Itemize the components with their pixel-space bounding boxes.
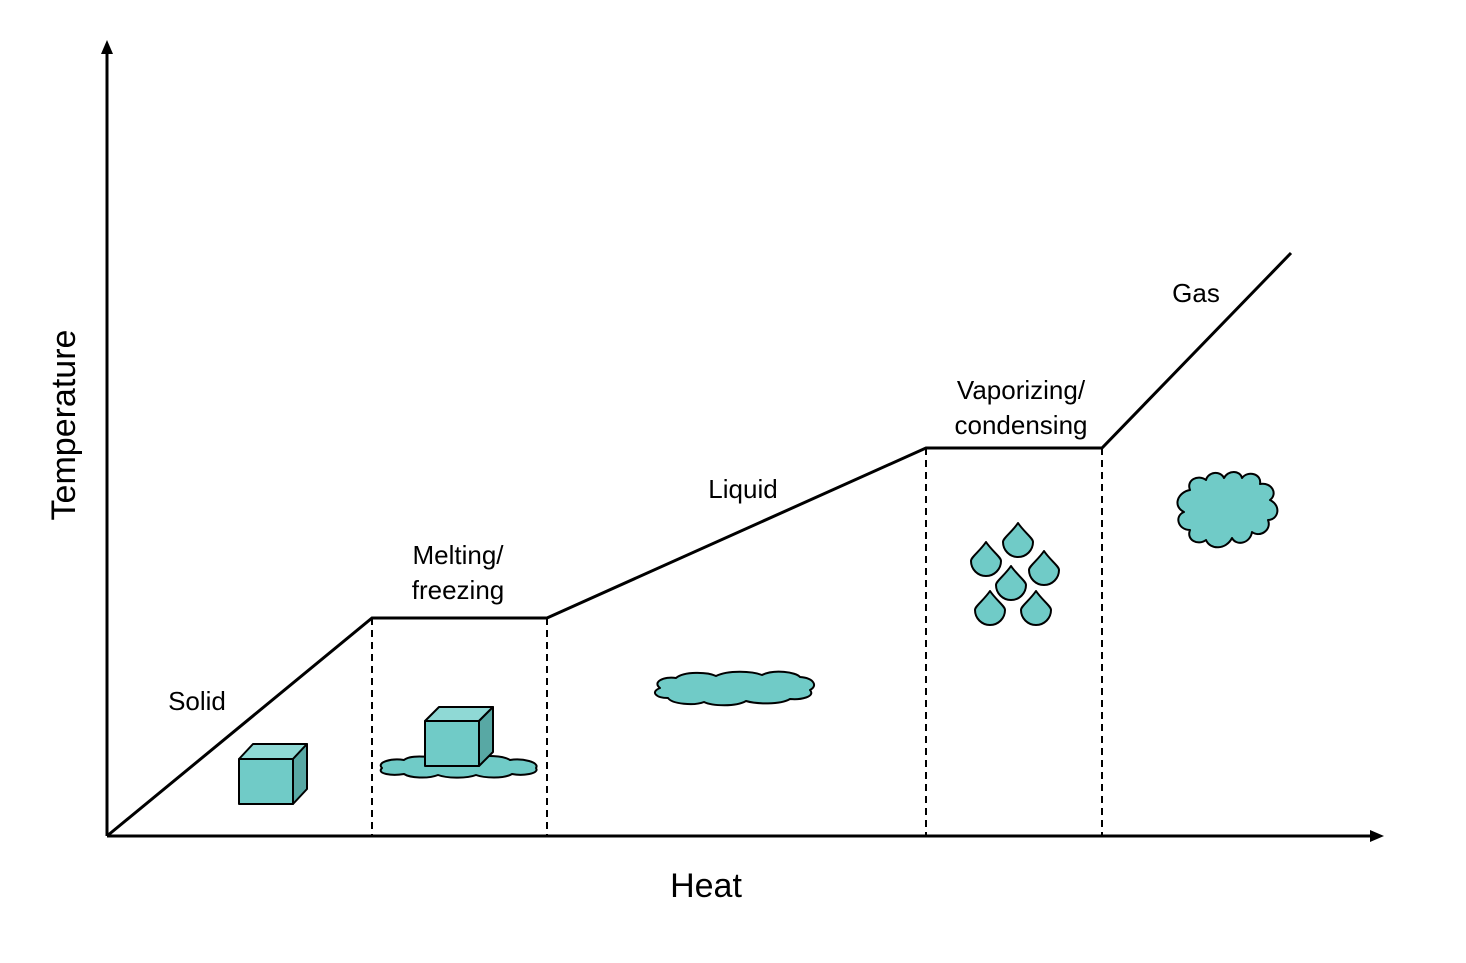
phase-label-solid: Solid: [168, 686, 226, 716]
phase-label-vaporizing-line1: Vaporizing/: [957, 375, 1086, 405]
puddle-icon: [653, 670, 816, 707]
phase-label-vaporizing-line2: condensing: [955, 410, 1088, 440]
droplets-icon: [970, 522, 1060, 626]
x-axis-arrow: [1370, 830, 1384, 842]
phase-boundaries: [371, 448, 1103, 836]
melting-cube-icon: [379, 706, 538, 779]
x-axis-title: Heat: [670, 867, 742, 905]
phase-label-melting-line2: freezing: [412, 575, 505, 605]
phase-label-gas: Gas: [1172, 278, 1220, 308]
phase-label-liquid: Liquid: [708, 474, 777, 504]
y-axis-title: Temperature: [45, 330, 83, 521]
axes: [101, 40, 1384, 842]
ice-cube-icon: [238, 743, 308, 805]
heating-curve-line: [106, 251, 1293, 838]
phase-label-melting-line1: Melting/: [412, 540, 504, 570]
y-axis-arrow: [101, 40, 113, 54]
cloud-icon: [1176, 471, 1279, 549]
